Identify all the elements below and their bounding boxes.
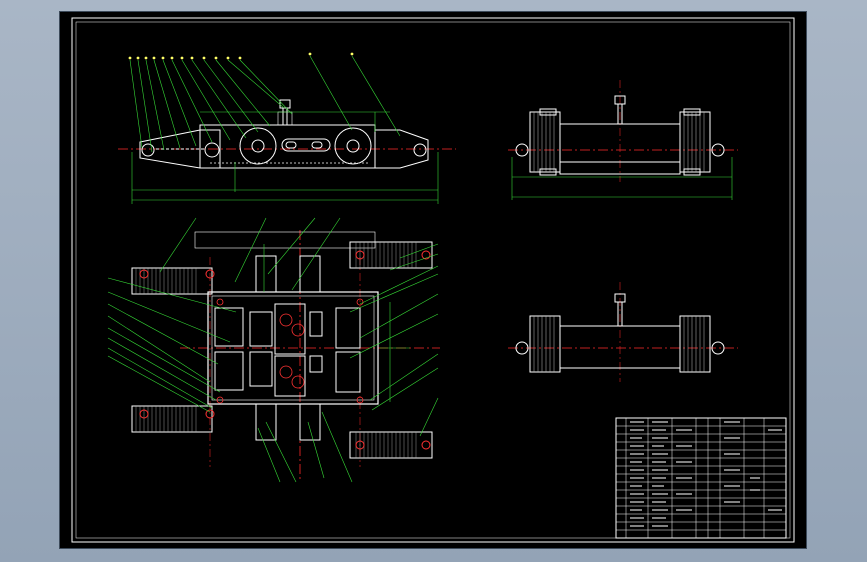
front-view-lower [508,282,738,382]
drawing-border-inner [75,21,791,539]
front-view-upper [508,80,738,200]
cad-drawing [71,17,795,543]
drawing-canvas[interactable] [59,11,807,549]
plan-view [107,217,440,483]
drawing-border [71,17,795,543]
side-elevation-view [118,52,456,204]
title-block [615,417,787,539]
